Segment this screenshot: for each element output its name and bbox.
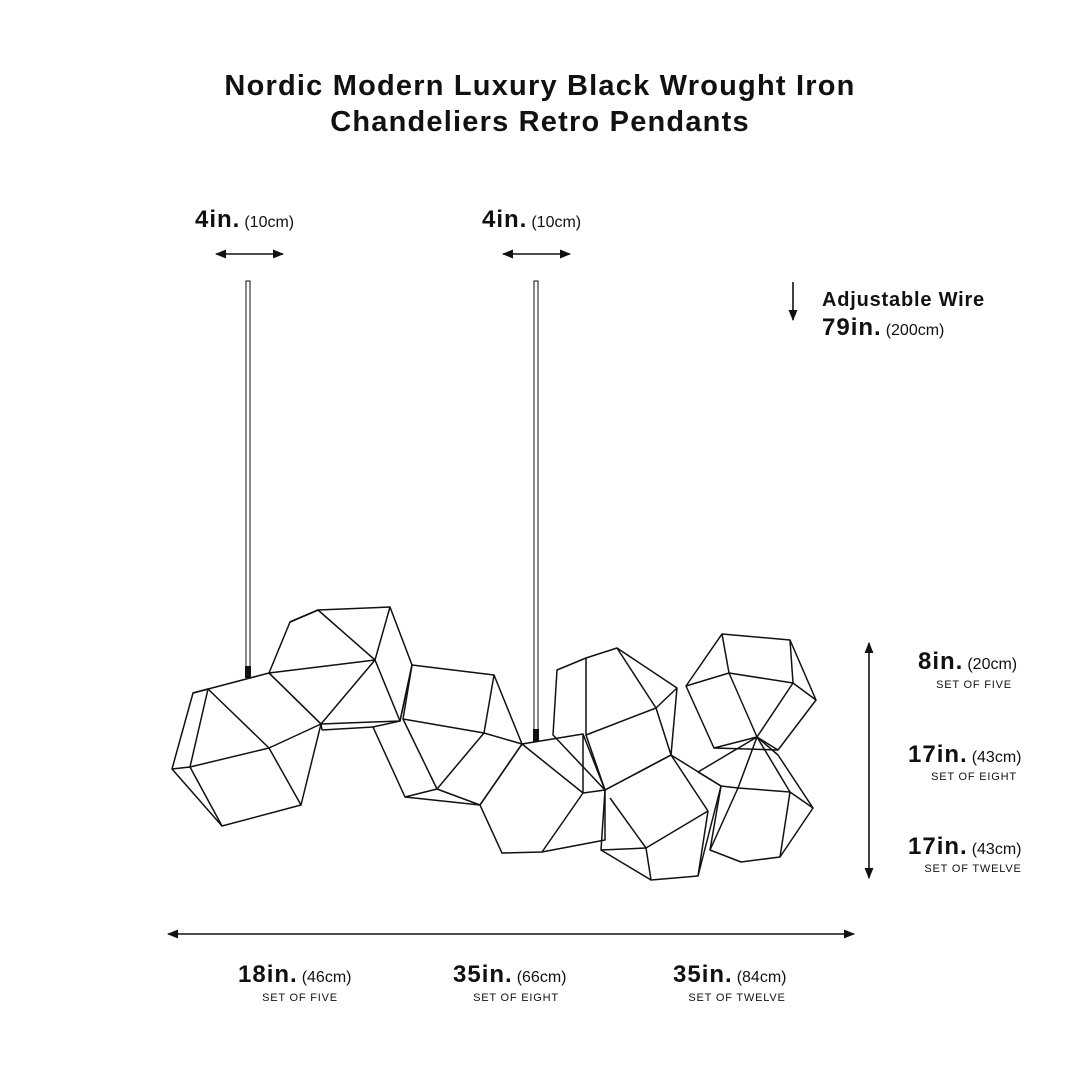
title-line-2: Chandeliers Retro Pendants	[330, 106, 750, 138]
geometric-modules	[171, 606, 817, 881]
height-eight-set: SET OF EIGHT	[931, 771, 1017, 783]
module-1	[171, 672, 322, 827]
width-five-dimension: 18in.(46cm)	[238, 961, 351, 989]
wire-cm: (200cm)	[885, 322, 945, 339]
width-twelve-set: SET OF TWELVE	[688, 992, 786, 1004]
canopy-right-cm: (10cm)	[531, 214, 582, 231]
height-five-cm: (20cm)	[967, 656, 1018, 673]
suspension-rod-right	[533, 280, 539, 742]
width-five-cm: (46cm)	[301, 969, 352, 986]
width-eight-cm: (66cm)	[516, 969, 567, 986]
wire-label: Adjustable Wire	[822, 289, 985, 311]
height-twelve-set: SET OF TWELVE	[924, 863, 1022, 875]
module-7	[685, 633, 817, 751]
module-5	[552, 647, 678, 791]
canopy-left-inches: 4in.	[195, 206, 241, 233]
width-five-inches: 18in.	[238, 961, 298, 988]
height-twelve-dimension: 17in.(43cm)	[908, 833, 1021, 861]
module-3	[320, 664, 523, 806]
width-twelve-dimension: 35in.(84cm)	[673, 961, 786, 989]
height-eight-dimension: 17in.(43cm)	[908, 741, 1021, 769]
module-4	[479, 733, 606, 854]
title-line-1: Nordic Modern Luxury Black Wrought Iron	[224, 70, 856, 102]
height-five-dimension: 8in.(20cm)	[918, 648, 1017, 676]
suspension-rod-left	[245, 280, 251, 678]
height-eight-cm: (43cm)	[971, 749, 1022, 766]
width-twelve-inches: 35in.	[673, 961, 733, 988]
wire-inches: 79in.	[822, 314, 882, 341]
width-eight-set: SET OF EIGHT	[473, 992, 559, 1004]
module-6	[600, 754, 722, 881]
width-eight-dimension: 35in.(66cm)	[453, 961, 566, 989]
height-five-inches: 8in.	[918, 648, 964, 675]
width-twelve-cm: (84cm)	[736, 969, 787, 986]
height-eight-inches: 17in.	[908, 741, 968, 768]
canopy-right-dimension: 4in.(10cm)	[482, 206, 581, 234]
height-five-set: SET OF FIVE	[936, 679, 1012, 691]
wire-dimension: 79in.(200cm)	[822, 314, 944, 342]
module-2	[268, 606, 413, 725]
height-twelve-cm: (43cm)	[971, 841, 1022, 858]
canopy-left-cm: (10cm)	[244, 214, 295, 231]
width-five-set: SET OF FIVE	[262, 992, 338, 1004]
canopy-left-dimension: 4in.(10cm)	[195, 206, 294, 234]
height-twelve-inches: 17in.	[908, 833, 968, 860]
width-eight-inches: 35in.	[453, 961, 513, 988]
module-8	[697, 736, 814, 863]
canopy-right-inches: 4in.	[482, 206, 528, 233]
